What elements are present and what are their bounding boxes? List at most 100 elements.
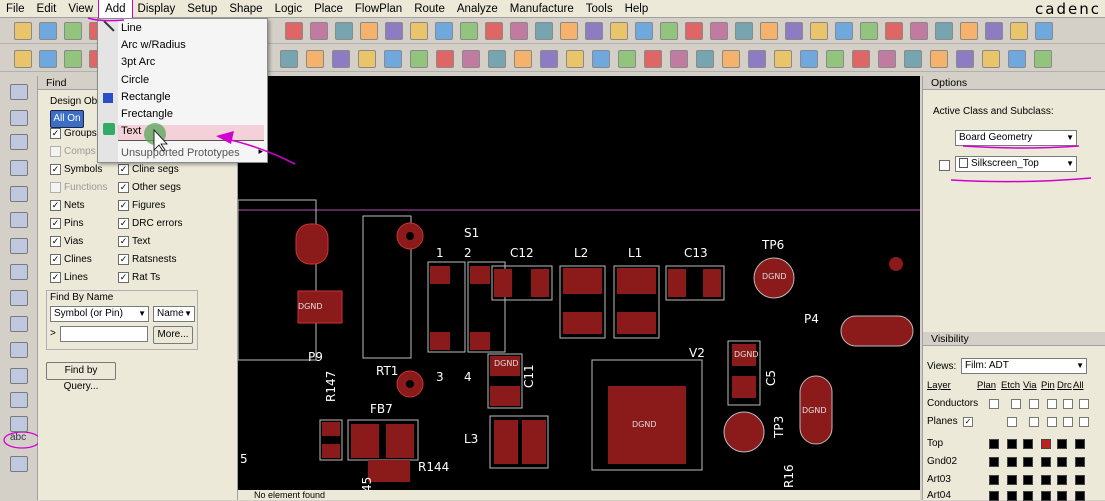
checkbox-box[interactable]: ✓ (50, 236, 61, 247)
left-tool-icon[interactable] (10, 264, 28, 280)
tb1-tool-icon[interactable] (810, 22, 828, 40)
find-checkbox-cline-segs[interactable]: ✓Cline segs (118, 164, 179, 175)
tb2-tool-icon[interactable] (488, 50, 506, 68)
tb1-tool-icon[interactable] (385, 22, 403, 40)
checkbox-box[interactable]: ✓ (118, 272, 129, 283)
tb2-tool-icon[interactable] (540, 50, 558, 68)
add-menu-item-circle[interactable]: Circle (121, 73, 150, 86)
tb1-tool-icon[interactable] (560, 22, 578, 40)
tb1-tool-icon[interactable] (660, 22, 678, 40)
layer-color-toggle[interactable] (989, 475, 999, 485)
add-menu-item-3pt-arc[interactable]: 3pt Arc (121, 56, 156, 69)
layer-color-toggle[interactable] (1023, 439, 1033, 449)
tb1-tool-icon[interactable] (510, 22, 528, 40)
tb1-tool-icon[interactable] (435, 22, 453, 40)
menu-setup[interactable]: Setup (187, 2, 218, 15)
layer-color-toggle[interactable] (989, 457, 999, 467)
tb2-tool-icon[interactable] (566, 50, 584, 68)
visibility-checkbox[interactable]: ✓ (963, 417, 973, 427)
menu-edit[interactable]: Edit (36, 2, 57, 15)
tb1-tool-icon[interactable] (885, 22, 903, 40)
subclass-select[interactable]: Silkscreen_Top▼ (955, 156, 1077, 172)
find-name-input[interactable] (60, 326, 148, 342)
layer-color-toggle[interactable] (989, 439, 999, 449)
subclass-checkbox[interactable] (939, 160, 950, 171)
tb1-tool-icon[interactable] (360, 22, 378, 40)
left-tool-icon[interactable] (10, 160, 28, 176)
left-tool-icon[interactable] (10, 134, 28, 150)
tb2-tool-icon[interactable] (696, 50, 714, 68)
find-checkbox-symbols[interactable]: ✓Symbols (50, 164, 102, 175)
visibility-checkbox[interactable] (989, 399, 999, 409)
layer-color-toggle[interactable] (1075, 457, 1085, 467)
find-checkbox-lines[interactable]: ✓Lines (50, 272, 88, 283)
tb2-tool-icon[interactable] (618, 50, 636, 68)
checkbox-box[interactable]: ✓ (118, 218, 129, 229)
tb1-tool-icon[interactable] (685, 22, 703, 40)
left-tool-icon[interactable] (10, 392, 28, 408)
find-checkbox-drc-errors[interactable]: ✓DRC errors (118, 218, 183, 229)
layer-color-toggle[interactable] (1041, 475, 1051, 485)
tb2-tool-icon[interactable] (774, 50, 792, 68)
tb2-tool-icon[interactable] (826, 50, 844, 68)
layer-color-toggle[interactable] (1041, 457, 1051, 467)
left-tool-icon[interactable] (10, 368, 28, 384)
tb2-tool-icon[interactable] (722, 50, 740, 68)
tb2-tool-icon[interactable] (592, 50, 610, 68)
tb1-tool-icon[interactable] (460, 22, 478, 40)
menu-place[interactable]: Place (314, 2, 343, 15)
layer-color-toggle[interactable] (1057, 475, 1067, 485)
tb2-tool-icon[interactable] (358, 50, 376, 68)
left-tool-icon[interactable] (10, 212, 28, 228)
tb1-tool-icon[interactable] (14, 22, 32, 40)
checkbox-box[interactable]: ✓ (118, 182, 129, 193)
left-tool-icon[interactable] (10, 238, 28, 254)
class-select[interactable]: Board Geometry▼ (955, 130, 1077, 146)
tb1-tool-icon[interactable] (860, 22, 878, 40)
tb2-tool-icon[interactable] (800, 50, 818, 68)
tb2-tool-icon[interactable] (748, 50, 766, 68)
left-tool-icon[interactable] (10, 290, 28, 306)
menu-view[interactable]: View (68, 2, 94, 15)
left-tool-icon[interactable] (10, 456, 28, 472)
tb1-tool-icon[interactable] (585, 22, 603, 40)
add-menu-item-unsupported-prototypes[interactable]: Unsupported Prototypes (121, 147, 240, 160)
visibility-checkbox[interactable] (1047, 417, 1057, 427)
menu-flowplan[interactable]: FlowPlan (354, 2, 403, 15)
left-tool-icon[interactable] (10, 186, 28, 202)
checkbox-box[interactable] (50, 182, 61, 193)
layer-color-toggle[interactable] (1007, 457, 1017, 467)
layer-color-toggle[interactable] (1007, 439, 1017, 449)
tb1-tool-icon[interactable] (485, 22, 503, 40)
tb2-tool-icon[interactable] (280, 50, 298, 68)
tb1-tool-icon[interactable] (960, 22, 978, 40)
menu-route[interactable]: Route (414, 2, 445, 15)
text-tool-icon[interactable]: abc (10, 432, 27, 443)
add-menu-item-frectangle[interactable]: Frectangle (121, 108, 173, 120)
visibility-checkbox[interactable] (1029, 399, 1039, 409)
find-checkbox-ratsnests[interactable]: ✓Ratsnests (118, 254, 176, 265)
tb1-tool-icon[interactable] (1010, 22, 1028, 40)
tb2-tool-icon[interactable] (644, 50, 662, 68)
visibility-checkbox[interactable] (1063, 417, 1073, 427)
find-checkbox-comps[interactable]: Comps (50, 146, 96, 157)
visibility-checkbox[interactable] (1029, 417, 1039, 427)
tb1-tool-icon[interactable] (610, 22, 628, 40)
left-tool-icon[interactable] (10, 416, 28, 432)
tb1-tool-icon[interactable] (635, 22, 653, 40)
all-on-button[interactable]: All On (50, 110, 84, 128)
layer-color-toggle[interactable] (1075, 475, 1085, 485)
tb2-tool-icon[interactable] (930, 50, 948, 68)
tb2-tool-icon[interactable] (462, 50, 480, 68)
find-by-query-button[interactable]: Find by Query... (46, 362, 116, 392)
checkbox-box[interactable]: ✓ (118, 200, 129, 211)
tb2-tool-icon[interactable] (410, 50, 428, 68)
visibility-checkbox[interactable] (1079, 399, 1089, 409)
find-name-select[interactable]: Name▼ (153, 306, 195, 322)
find-checkbox-groups[interactable]: ✓Groups (50, 128, 97, 139)
tb1-tool-icon[interactable] (535, 22, 553, 40)
visibility-checkbox[interactable] (1047, 399, 1057, 409)
tb1-tool-icon[interactable] (760, 22, 778, 40)
find-checkbox-functions[interactable]: Functions (50, 182, 107, 193)
menu-display[interactable]: Display (137, 2, 176, 15)
